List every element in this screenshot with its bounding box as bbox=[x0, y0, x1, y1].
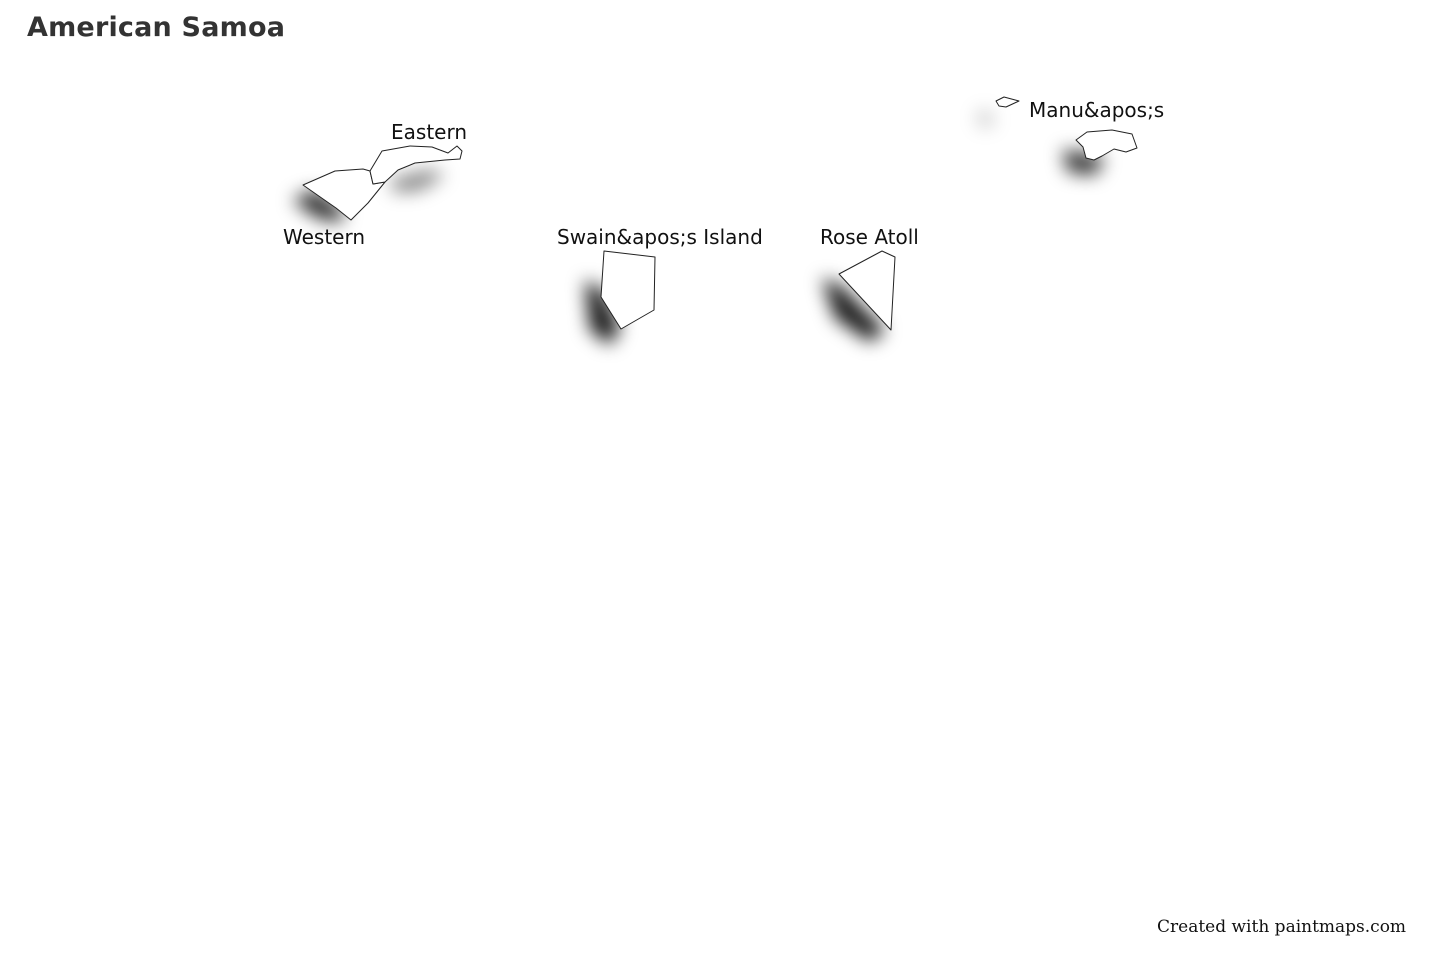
region-shadows bbox=[292, 110, 1105, 345]
label-manuas: Manu&apos;s bbox=[1029, 98, 1164, 122]
region-rose-atoll[interactable] bbox=[838, 250, 896, 331]
region-manuas-islet[interactable] bbox=[995, 96, 1020, 108]
map-title: American Samoa bbox=[27, 12, 286, 43]
label-swains-island: Swain&apos;s Island bbox=[557, 225, 763, 249]
label-eastern: Eastern bbox=[391, 120, 467, 144]
region-manuas-main[interactable] bbox=[1075, 129, 1138, 161]
credit-text: Created with paintmaps.com bbox=[1157, 917, 1407, 937]
region-swains-island[interactable] bbox=[600, 250, 656, 330]
region-eastern[interactable] bbox=[369, 145, 463, 185]
label-rose-atoll: Rose Atoll bbox=[820, 225, 919, 249]
label-western: Western bbox=[283, 225, 365, 249]
